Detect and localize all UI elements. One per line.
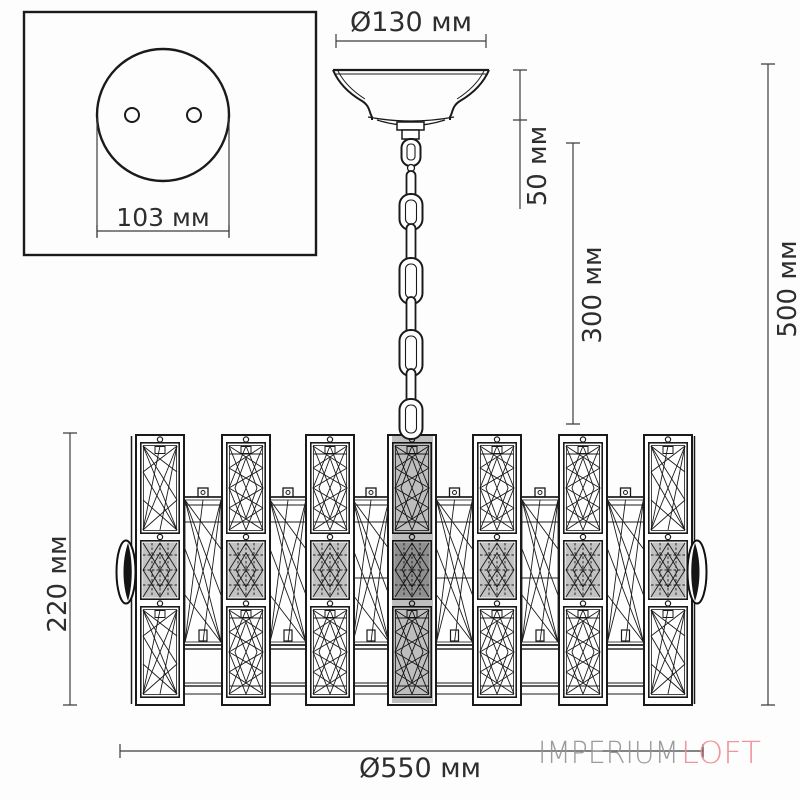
dim-label-canopy-height: 50 мм — [523, 126, 553, 207]
dim-body-diameter — [119, 744, 704, 758]
dim-103 — [96, 118, 230, 238]
chain — [398, 170, 424, 440]
back-column — [603, 487, 648, 687]
back-column — [266, 487, 310, 687]
mount-plate-circle — [95, 47, 231, 183]
back-column — [432, 487, 477, 687]
mount-hole-right — [186, 107, 202, 123]
canopy — [332, 68, 490, 173]
front-column — [306, 435, 354, 705]
mounting-plate-inset: 103 мм — [22, 10, 318, 257]
dim-label-mount-plate: 103 мм — [116, 203, 209, 232]
watermark: IMPERIUM LOFT — [538, 736, 761, 771]
dim-canopy-diameter — [335, 34, 487, 48]
front-column — [136, 435, 184, 705]
dim-canopy-height — [513, 69, 527, 209]
front-column — [473, 435, 521, 705]
dim-label-body-height: 220 мм — [43, 535, 73, 632]
watermark-imperium: IMPERIUM — [538, 736, 679, 771]
front-column — [222, 435, 270, 705]
dim-label-chain-length: 300 мм — [578, 246, 608, 343]
dim-label-canopy-diameter: Ø130 мм — [350, 7, 472, 38]
dim-label-total-height: 500 мм — [773, 240, 800, 337]
dim-chain-length — [566, 142, 580, 425]
back-column — [518, 487, 562, 687]
chandelier-body — [115, 435, 708, 705]
dim-label-body-diameter: Ø550 мм — [359, 753, 481, 784]
side-knob-left — [115, 539, 137, 605]
back-column — [181, 487, 225, 687]
watermark-loft: LOFT — [681, 736, 761, 771]
back-column — [349, 487, 393, 687]
mount-hole-left — [124, 107, 140, 123]
inset-border — [22, 10, 318, 257]
side-knob-right — [686, 539, 708, 605]
center-column-shade — [392, 436, 433, 703]
front-column — [644, 435, 692, 705]
front-column — [559, 435, 607, 705]
dim-total-height — [761, 63, 775, 706]
dim-body-height — [63, 432, 77, 706]
